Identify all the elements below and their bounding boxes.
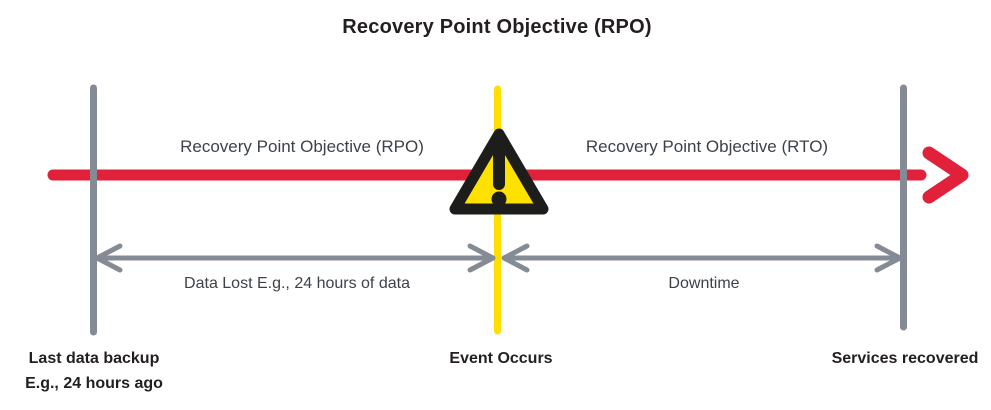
milestone-last-backup-line1: Last data backup bbox=[28, 350, 160, 367]
downtime-span-arrow bbox=[501, 243, 903, 273]
timeline-arrowhead-icon bbox=[922, 146, 969, 204]
milestone-last-backup-line2: E.g., 24 hours ago bbox=[25, 375, 163, 392]
data-lost-label: Data Lost E.g., 24 hours of data bbox=[184, 275, 410, 292]
warning-triangle-icon bbox=[449, 128, 549, 215]
rpo-span-left-arrowhead-icon bbox=[94, 243, 123, 273]
downtime-label: Downtime bbox=[668, 275, 740, 292]
warning-exclamation-dot bbox=[491, 191, 507, 207]
milestone-last-backup: Last data backup E.g., 24 hours ago bbox=[25, 346, 163, 396]
milestone-services-recovered: Services recovered bbox=[831, 350, 979, 367]
rpo-segment-label: Recovery Point Objective (RPO) bbox=[180, 137, 424, 156]
page-title: Recovery Point Objective (RPO) bbox=[342, 16, 652, 38]
rto-segment-label: Recovery Point Objective (RTO) bbox=[585, 137, 829, 156]
milestone-event-occurs: Event Occurs bbox=[449, 350, 553, 367]
downtime-span-right-arrowhead-icon bbox=[874, 243, 903, 273]
rpo-span-arrow bbox=[94, 243, 496, 273]
rpo-span-right-arrowhead-icon bbox=[467, 243, 496, 273]
downtime-span-left-arrowhead-icon bbox=[501, 243, 530, 273]
